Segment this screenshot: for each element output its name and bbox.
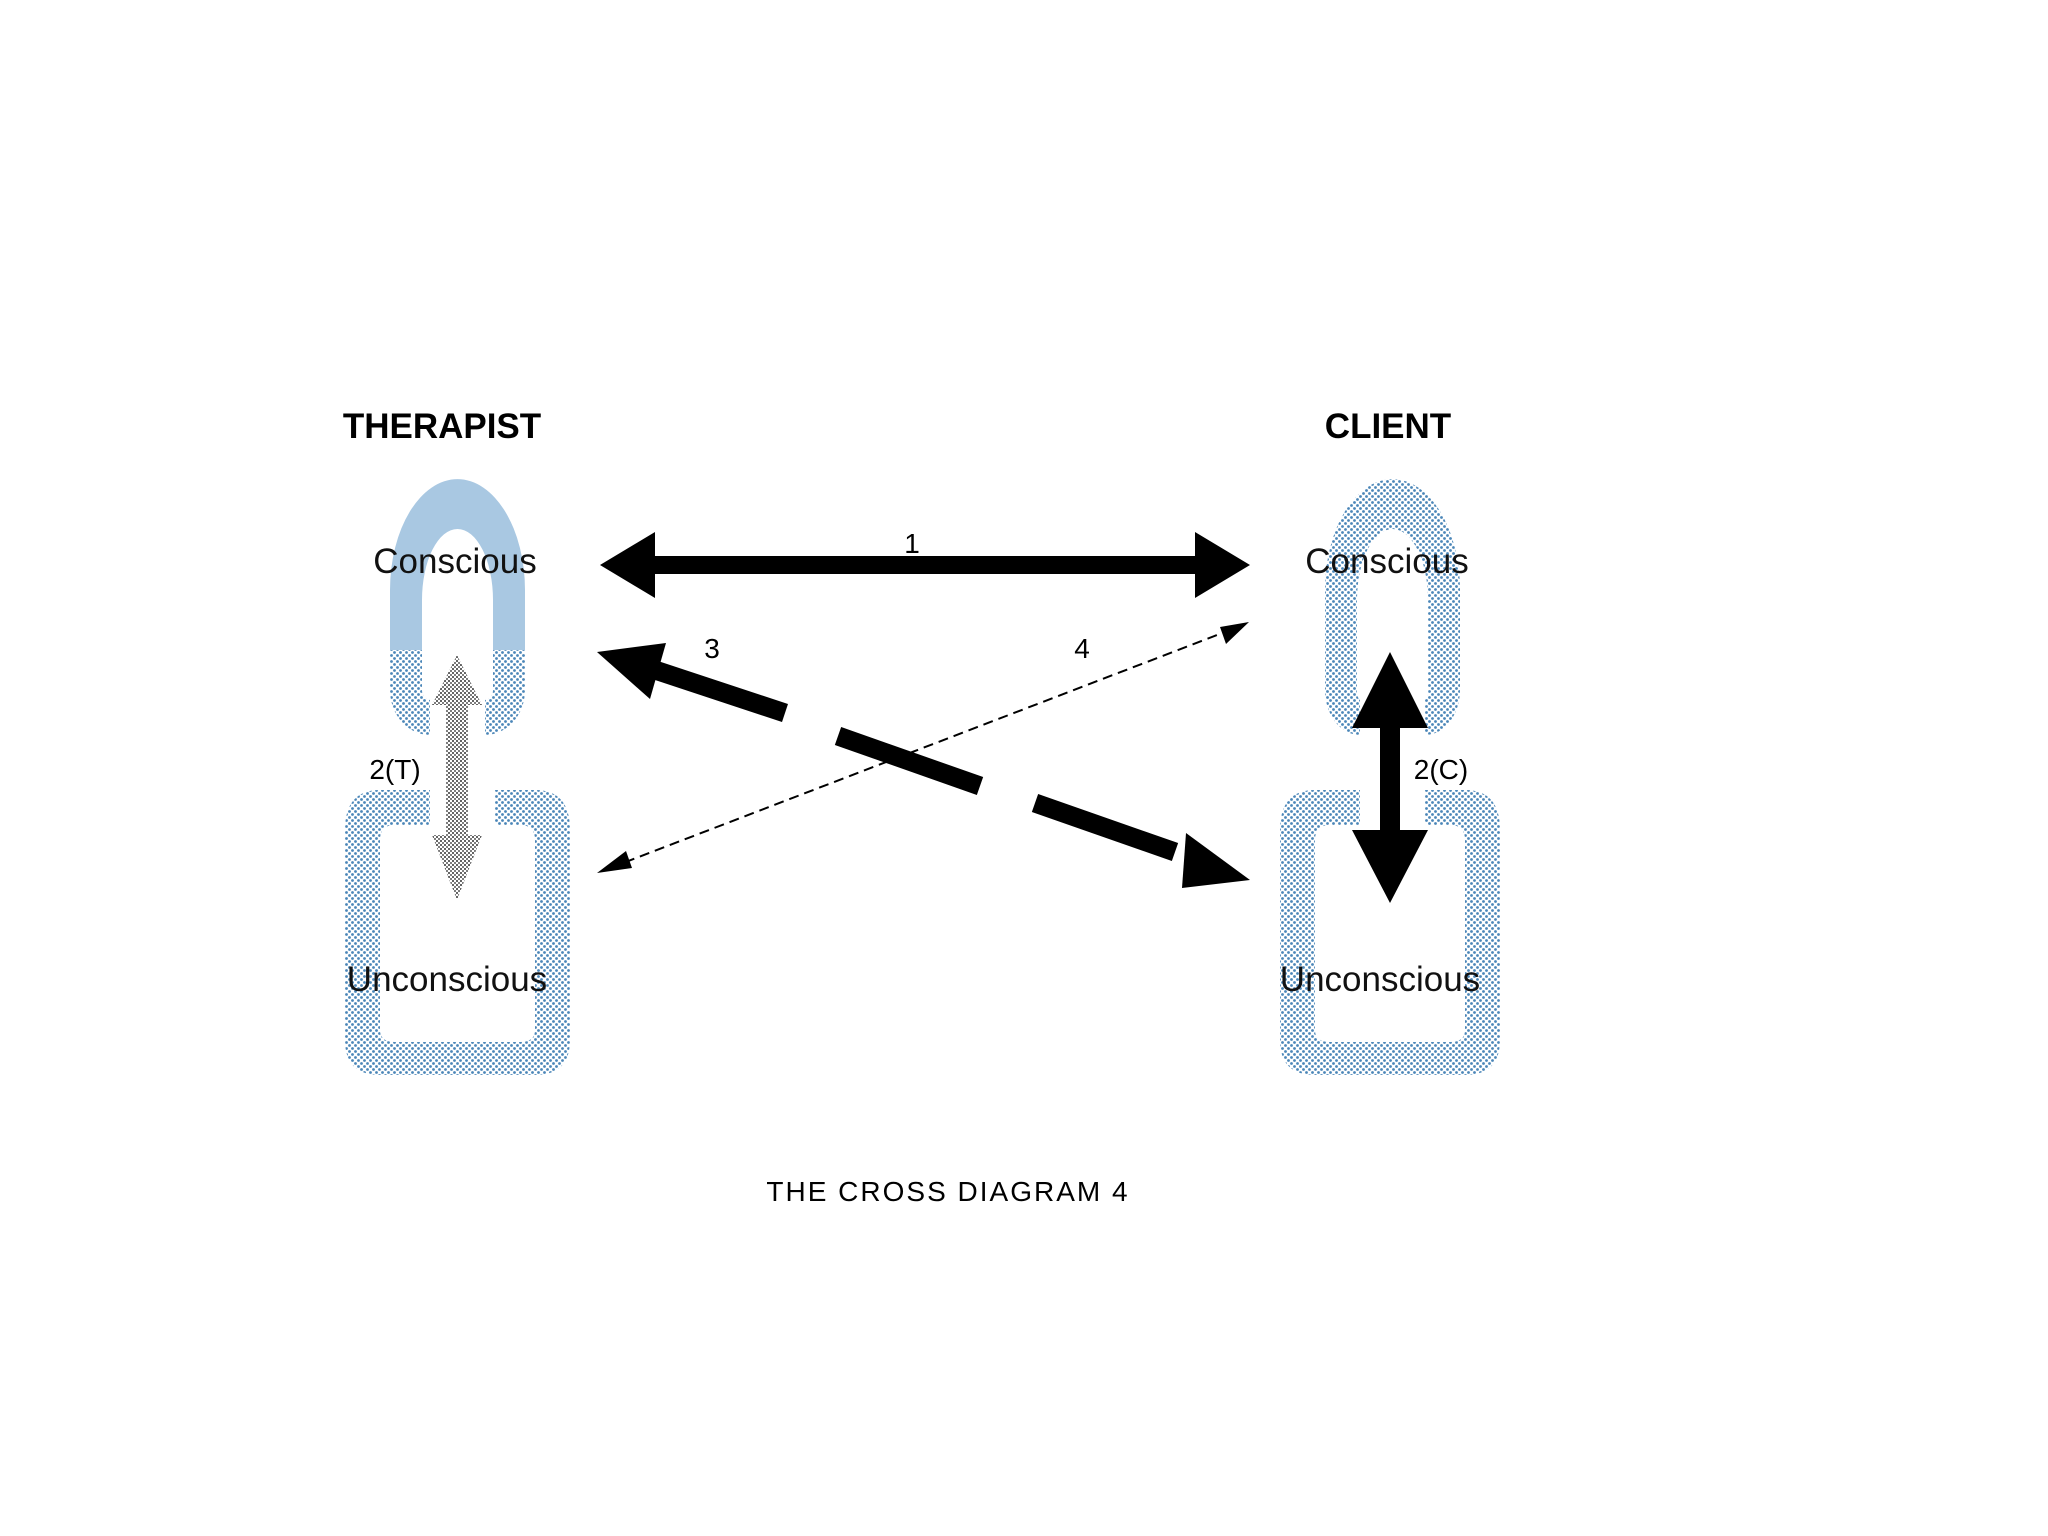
client-heading: CLIENT <box>1325 407 1451 446</box>
client-conscious-link <box>1325 479 1460 735</box>
arrow-3-segment-3 <box>1031 794 1179 861</box>
client-unconscious-link <box>1280 790 1500 1075</box>
arrow-3-segment-1 <box>652 660 788 723</box>
therapist-conscious-label: Conscious <box>373 542 536 581</box>
therapist-link-arrow <box>432 655 482 900</box>
therapist-unconscious-link <box>345 790 570 1075</box>
arrow-3-label: 3 <box>704 633 720 664</box>
arrow-4 <box>609 626 1239 869</box>
client-conscious-label: Conscious <box>1305 542 1468 581</box>
therapist-unconscious-label: Unconscious <box>347 960 547 999</box>
arrow-3-segment-2 <box>834 727 984 795</box>
client-unconscious-label: Unconscious <box>1280 960 1480 999</box>
therapist-link-label: 2(T) <box>369 754 420 785</box>
arrow-4-head-right <box>1220 622 1249 644</box>
client-link-label: 2(C) <box>1414 754 1468 785</box>
therapist-conscious-link-top <box>390 479 525 650</box>
arrow-1 <box>600 532 1250 598</box>
arrow-1-label: 1 <box>904 528 920 559</box>
arrow-4-label: 4 <box>1074 633 1090 664</box>
therapist-conscious-link-bottom <box>390 650 525 735</box>
client-link-arrow <box>1352 652 1428 903</box>
arrow-4-head-left <box>597 851 632 873</box>
arrow-3-head-right <box>1182 833 1250 888</box>
diagram-caption: THE CROSS DIAGRAM 4 <box>766 1176 1129 1207</box>
arrow-3-head-left <box>597 643 666 699</box>
therapist-heading: THERAPIST <box>343 407 541 446</box>
